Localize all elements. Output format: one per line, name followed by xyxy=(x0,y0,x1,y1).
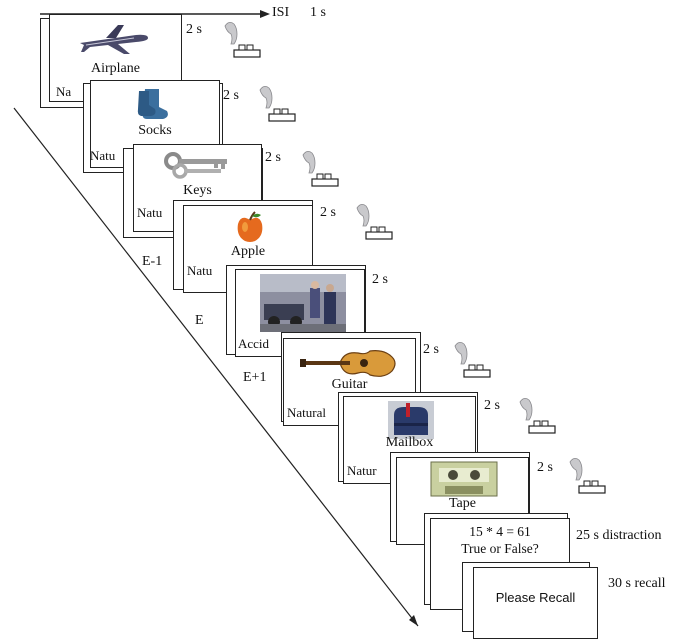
recall-duration: 30 s recall xyxy=(608,576,666,591)
trial-caption: Natu xyxy=(90,148,116,163)
trial-word: Accid xyxy=(238,336,270,351)
distraction-equation: 15 * 4 = 61 xyxy=(469,524,531,539)
trial-duration: 2 s xyxy=(320,205,336,220)
distraction-duration: 25 s distraction xyxy=(576,528,662,543)
response-hand-icon xyxy=(224,22,261,58)
recall-prompt: Please Recall xyxy=(495,590,576,605)
trial-word: Socks xyxy=(138,123,172,138)
trial-duration: 2 s xyxy=(372,272,388,287)
apple-icon xyxy=(237,211,263,242)
airplane-icon xyxy=(80,25,148,54)
isi-duration: 1 s xyxy=(310,5,326,20)
response-hand-icon xyxy=(259,86,296,122)
tape-icon xyxy=(430,461,498,497)
trial-caption: Na xyxy=(56,84,72,99)
trial-word: Airplane xyxy=(91,61,140,76)
mailbox-icon xyxy=(388,401,434,439)
event-label-before: E-1 xyxy=(142,254,163,269)
distraction-question: True or False? xyxy=(461,541,539,556)
accident-photo xyxy=(260,274,346,332)
event-label-after: E+1 xyxy=(243,370,267,385)
response-hand-icon xyxy=(356,204,393,240)
keys-icon xyxy=(164,152,227,179)
socks-icon xyxy=(137,89,168,119)
event-label-event: E xyxy=(195,313,204,328)
trial-caption: Natur xyxy=(347,463,377,478)
trial-word: Keys xyxy=(183,183,212,198)
trial-duration: 2 s xyxy=(484,398,500,413)
trial-duration: 2 s xyxy=(537,460,553,475)
response-hand-icon xyxy=(454,342,491,378)
trial-duration: 2 s xyxy=(423,342,439,357)
response-hand-icon xyxy=(569,458,606,494)
trial-word: Guitar xyxy=(331,377,368,392)
trial-caption: Natu xyxy=(187,263,213,278)
trial-duration: 2 s xyxy=(265,150,281,165)
trial-duration: 2 s xyxy=(186,22,202,37)
recall-card: Please Recall xyxy=(473,567,598,639)
response-hand-icon xyxy=(302,151,339,187)
trial-word: Mailbox xyxy=(385,435,434,450)
trial-duration: 2 s xyxy=(223,88,239,103)
trial-caption: Natu xyxy=(137,205,163,220)
trial-caption: Natural xyxy=(287,405,326,420)
guitar-icon xyxy=(300,350,396,377)
trial-word: Tape xyxy=(448,496,476,511)
trial-word: Apple xyxy=(230,244,266,259)
response-hand-icon xyxy=(519,398,556,434)
isi-label: ISI xyxy=(272,5,290,20)
